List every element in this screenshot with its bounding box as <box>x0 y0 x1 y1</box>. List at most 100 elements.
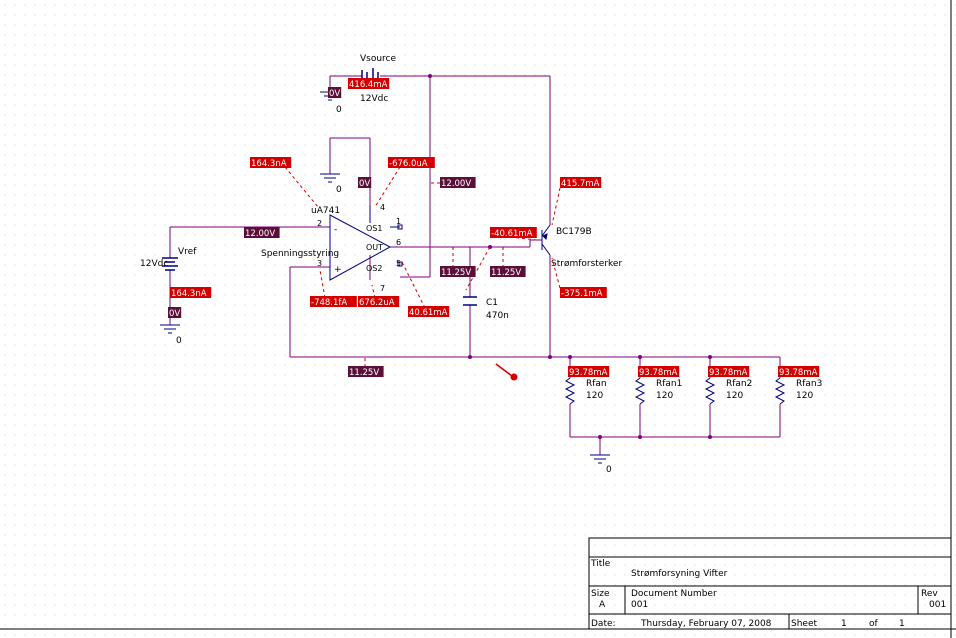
label-text: 12.00V <box>441 179 471 189</box>
vref-symbol[interactable] <box>162 257 178 271</box>
resistor-symbols <box>564 377 786 405</box>
opamp-pin-7: 7 <box>380 284 385 293</box>
simulation-labels: 416.4mA 0V 164.3nA -676.0uA 0V 12.00V 415.7mA 1… <box>168 78 820 378</box>
label-background <box>560 177 602 188</box>
current-label-opamp-v-minus[interactable]: 676.2uA <box>358 296 400 308</box>
label-text: 11.25V <box>349 368 379 378</box>
docnum-label: Document Number <box>631 589 717 599</box>
label-text: -40.61mA <box>491 229 533 239</box>
voltage-label-gnd-top[interactable]: 0V <box>358 177 372 189</box>
label-background <box>168 307 182 318</box>
current-label-vref[interactable]: 164.3nA <box>170 287 212 299</box>
opamp-pin-5: 5 <box>396 259 401 268</box>
label-background <box>708 366 750 377</box>
of-label: of <box>869 619 879 629</box>
voltage-label-vref-gnd[interactable]: 0V <box>168 307 182 319</box>
sheet-value: 1 <box>841 619 847 629</box>
opamp-plus: + <box>334 265 342 275</box>
label-text: 415.7mA <box>561 179 600 189</box>
current-label-rfan2[interactable]: 93.78mA <box>708 366 750 378</box>
resistor-rfan3[interactable] <box>774 377 786 405</box>
resistor-rfan[interactable] <box>564 377 576 405</box>
current-label-transistor-b[interactable]: -40.61mA <box>490 227 537 239</box>
label-background <box>490 266 526 277</box>
label-text: 676.2uA <box>359 298 395 308</box>
size-value: A <box>599 600 606 610</box>
label-background <box>244 227 280 238</box>
label-background <box>328 87 342 98</box>
label-background <box>388 157 435 168</box>
transistor-symbol[interactable] <box>541 224 551 256</box>
label-text: 40.61mA <box>409 308 448 318</box>
opamp-out: OUT <box>366 243 383 252</box>
current-label-opamp-in-plus[interactable]: -748.1fA <box>310 296 357 308</box>
label-background <box>170 287 212 298</box>
ground-label-3: 0 <box>176 336 182 346</box>
label-text: 93.78mA <box>569 368 608 378</box>
label-background <box>490 227 537 238</box>
current-label-transistor-e[interactable]: 415.7mA <box>560 177 602 189</box>
label-text: 0V <box>359 179 370 189</box>
label-text: 164.3nA <box>251 159 287 169</box>
junctions <box>428 74 712 439</box>
resistor-rfan2[interactable] <box>704 377 716 405</box>
voltage-label-feedback[interactable]: 11.25V <box>348 366 384 378</box>
rfan2-name: Rfan2 <box>726 379 752 389</box>
vref-name: Vref <box>178 247 197 257</box>
label-background <box>348 78 390 89</box>
label-background <box>348 366 384 377</box>
title-value: Strømforsyning Vifter <box>631 569 728 579</box>
rev-label: Rev <box>921 589 938 599</box>
current-label-opamp-in-minus[interactable]: 164.3nA <box>250 157 292 169</box>
voltage-label-vsource-gnd[interactable]: 0V <box>328 87 342 99</box>
label-background <box>408 306 450 317</box>
rfan-name: Rfan <box>586 379 607 389</box>
opamp-pin-2: 2 <box>317 219 322 228</box>
opamp-pin-4: 4 <box>380 203 385 212</box>
date-value: Thursday, February 07, 2008 <box>640 619 772 629</box>
opamp-os2: OS2 <box>366 264 382 273</box>
current-label-opamp-out[interactable]: 40.61mA <box>408 306 450 318</box>
voltage-label-out-node-a[interactable]: 11.25V <box>440 266 476 278</box>
rfan2-value: 120 <box>726 391 743 401</box>
vsource-name: Vsource <box>360 54 397 64</box>
current-label-rfan1[interactable]: 93.78mA <box>638 366 680 378</box>
opamp-pin-1: 1 <box>396 217 401 226</box>
label-text: 93.78mA <box>779 368 818 378</box>
current-label-opamp-v-plus[interactable]: -676.0uA <box>388 157 435 169</box>
current-label-rfan3[interactable]: 93.78mA <box>778 366 820 378</box>
current-label-rfan[interactable]: 93.78mA <box>568 366 610 378</box>
voltage-label-supply[interactable]: 12.00V <box>440 177 476 189</box>
ground-label-1: 0 <box>336 105 342 115</box>
current-label-transistor-c[interactable]: -375.1mA <box>560 287 607 299</box>
rfan1-name: Rfan1 <box>656 379 682 389</box>
voltage-label-vref-plus[interactable]: 12.00V <box>244 227 280 239</box>
resistor-rfan1[interactable] <box>634 377 646 405</box>
opamp-label: Spenningsstyring <box>261 249 339 259</box>
rfan3-name: Rfan3 <box>796 379 822 389</box>
label-background <box>358 296 400 307</box>
title-block <box>588 537 952 630</box>
label-background <box>778 366 820 377</box>
ground-label-2: 0 <box>336 185 342 195</box>
current-label-vsource[interactable]: 416.4mA <box>348 78 390 90</box>
label-background <box>560 287 607 298</box>
label-background <box>440 177 476 188</box>
vref-value: 12Vdc <box>140 259 168 269</box>
opamp-symbol[interactable] <box>329 205 403 281</box>
opamp-minus: - <box>334 225 337 235</box>
capacitor-symbol[interactable] <box>463 296 477 306</box>
label-text: 12.00V <box>245 229 275 239</box>
probe-cursor-icon[interactable] <box>495 363 518 381</box>
label-text: 0V <box>169 309 180 319</box>
opamp-pin-3: 3 <box>317 259 322 268</box>
label-text: 164.3nA <box>171 289 207 299</box>
title-label: Title <box>590 559 611 569</box>
label-background <box>568 366 610 377</box>
label-text: 416.4mA <box>349 80 388 90</box>
label-text: 11.25V <box>491 268 521 278</box>
rev-value: 001 <box>929 600 946 610</box>
voltage-label-out-node-b[interactable]: 11.25V <box>490 266 526 278</box>
